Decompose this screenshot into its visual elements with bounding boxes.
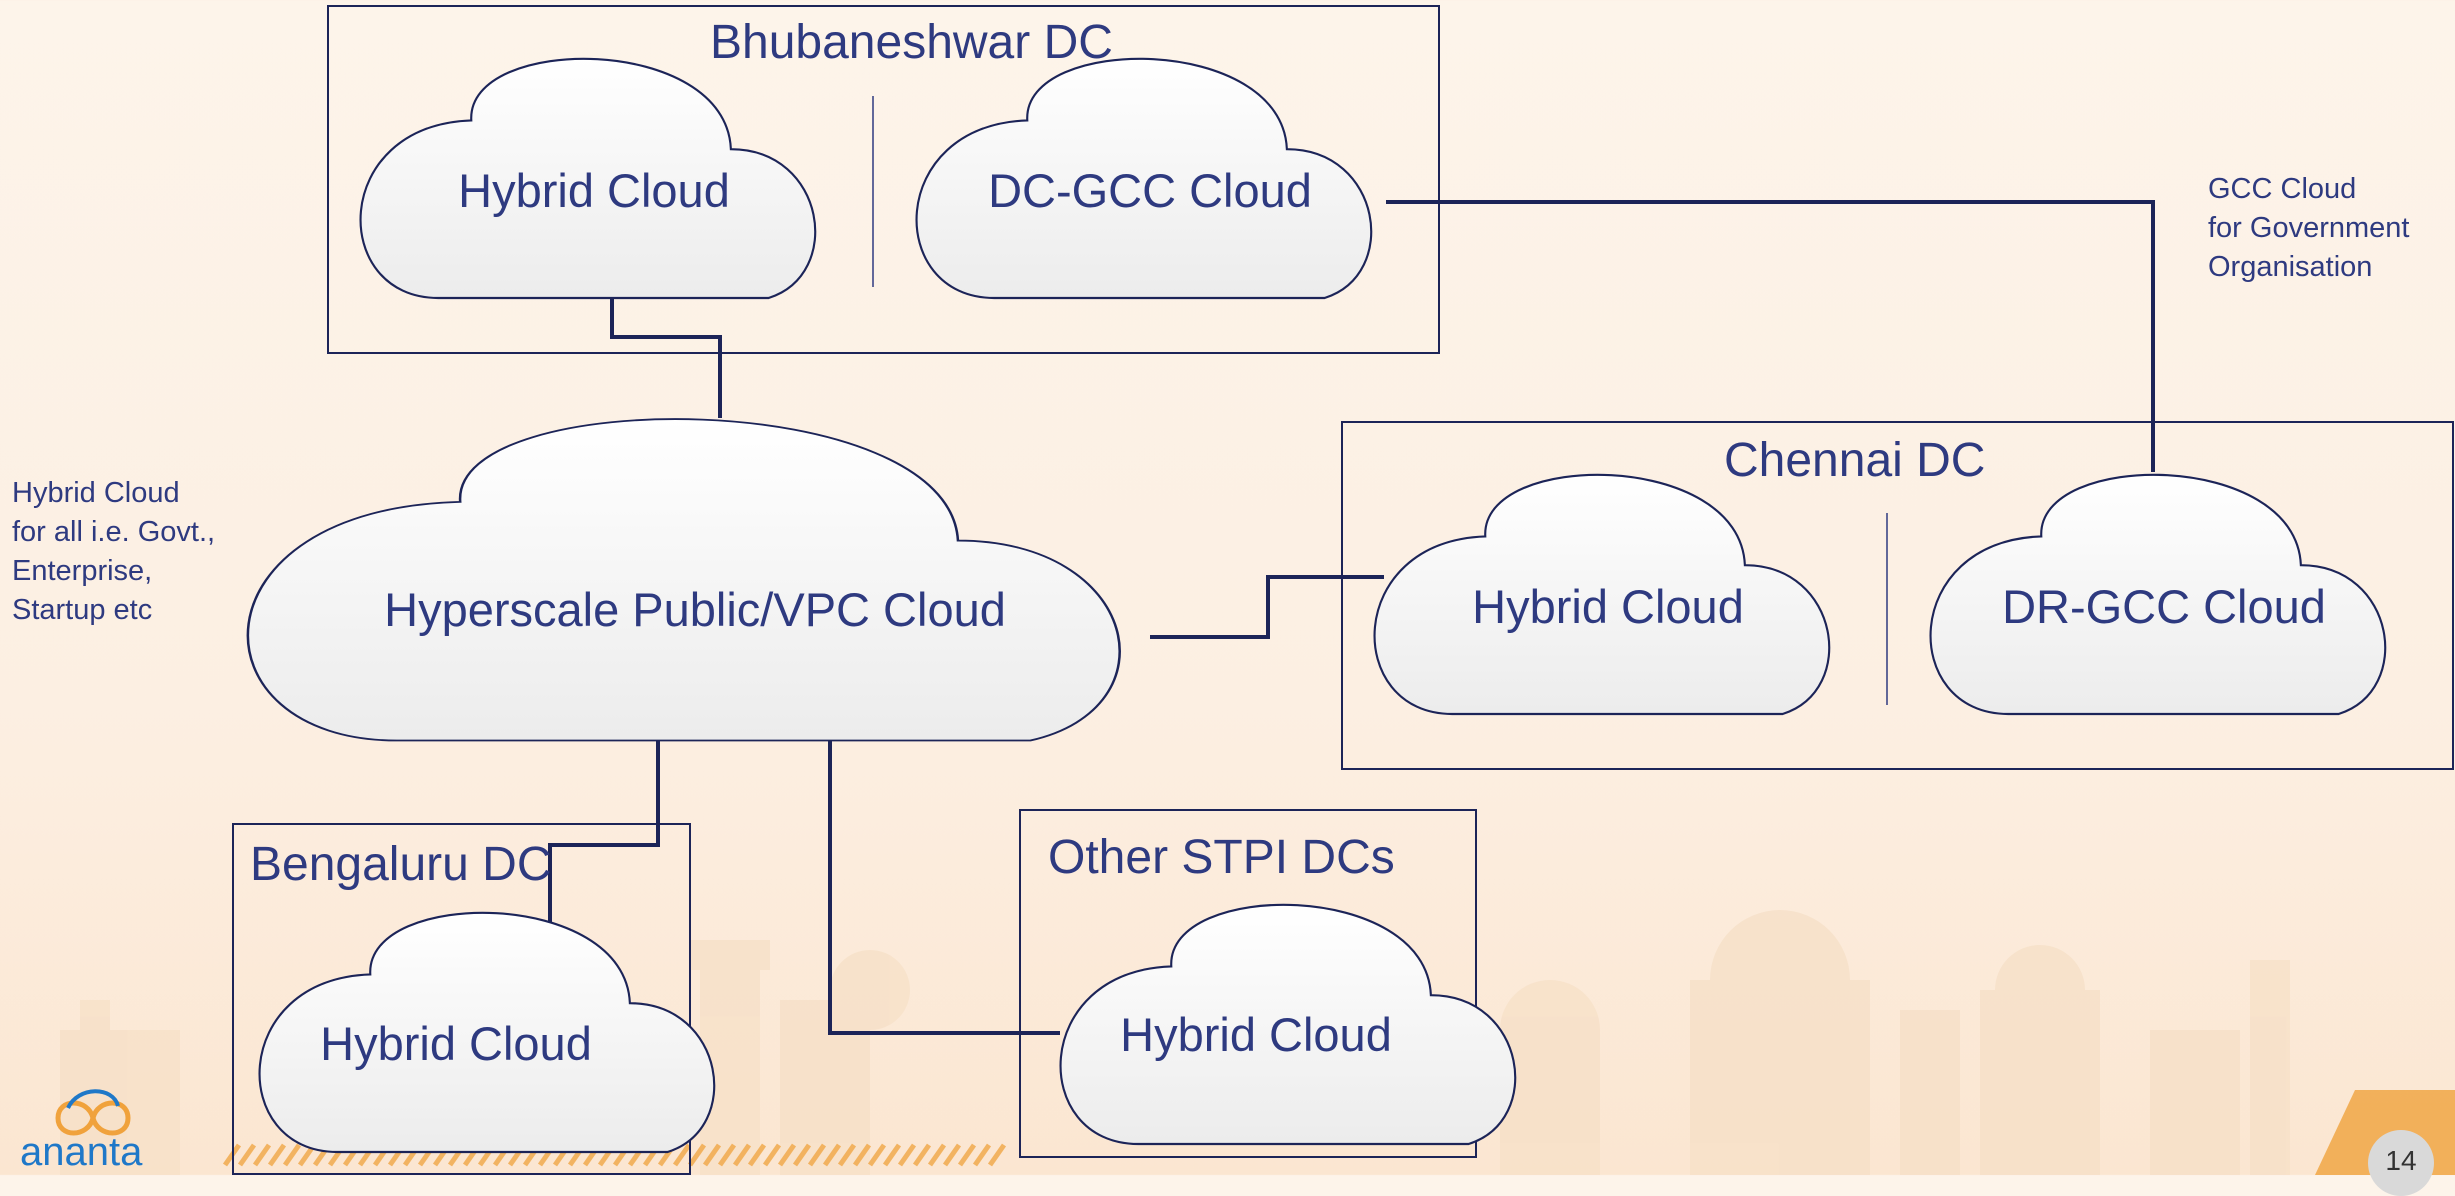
ananta-logo-icon <box>55 1089 131 1136</box>
dc-box-bhubaneshwar: Bhubaneshwar DC Hybrid Cloud DC-GCC Clou… <box>327 5 1440 354</box>
dc-title: Bengaluru DC <box>250 838 552 891</box>
cloud-label: Hybrid Cloud <box>320 1017 592 1070</box>
cloud-hyperscale: Hyperscale Public/VPC Cloud <box>248 419 1120 740</box>
connector-hyperscale-bengaluru <box>548 740 660 950</box>
connector-hyperscale-chennai <box>1150 575 1384 639</box>
logo-text: ananta <box>20 1130 143 1174</box>
dc-box-bengaluru: Bengaluru DC Hybrid Cloud <box>232 823 715 1175</box>
connector-bhubaneshwar-hyperscale <box>610 262 722 418</box>
cloud-hybrid-bhubaneshwar: Hybrid Cloud <box>361 59 816 298</box>
cloud-dc-gcc: DC-GCC Cloud <box>917 59 1372 298</box>
dc-box-chennai: Chennai DC Hybrid Cloud DR-GCC Cloud <box>1341 421 2454 770</box>
note-gcc-cloud: GCC Cloud for Government Organisation <box>2208 173 2410 283</box>
cloud-label: Hybrid Cloud <box>1120 1008 1392 1061</box>
cloud-label: Hyperscale Public/VPC Cloud <box>384 583 1006 636</box>
page-number: 14 <box>2368 1130 2434 1196</box>
cloud-hybrid-bengaluru: Hybrid Cloud <box>260 913 715 1152</box>
dc-title: Other STPI DCs <box>1048 831 1395 884</box>
dc-box-other-stpi: Other STPI DCs Hybrid Cloud <box>1019 809 1516 1158</box>
connector-hyperscale-other <box>828 740 1060 1035</box>
cloud-label: Hybrid Cloud <box>458 164 730 217</box>
cloud-label: Hybrid Cloud <box>1472 580 1744 633</box>
cloud-hybrid-chennai: Hybrid Cloud <box>1375 475 1830 714</box>
connector-dcgcc-drgcc <box>1386 200 2155 472</box>
dc-title: Chennai DC <box>1724 434 1985 487</box>
cloud-label: DR-GCC Cloud <box>2002 580 2326 633</box>
dc-title: Bhubaneshwar DC <box>710 16 1113 69</box>
cloud-dr-gcc: DR-GCC Cloud <box>1931 475 2386 714</box>
cloud-hybrid-other: Hybrid Cloud <box>1061 905 1516 1144</box>
cloud-label: DC-GCC Cloud <box>988 164 1312 217</box>
note-hybrid-cloud: Hybrid Cloud for all i.e. Govt., Enterpr… <box>12 477 216 626</box>
